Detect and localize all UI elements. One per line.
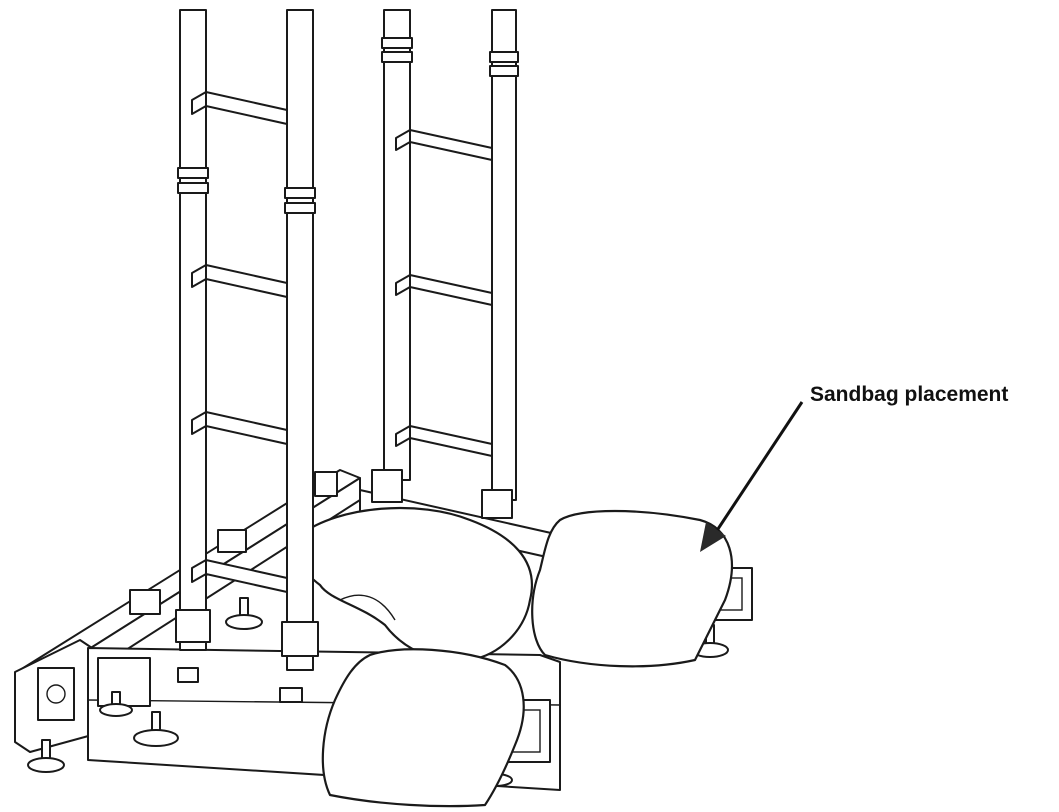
foot xyxy=(133,711,179,747)
foot xyxy=(99,691,133,717)
front-left-tube xyxy=(179,9,207,651)
front-right-tube xyxy=(286,9,314,671)
back-rung xyxy=(409,274,493,306)
back-rung xyxy=(409,425,493,457)
right-sandbag xyxy=(531,509,733,668)
back-ladder xyxy=(381,9,519,501)
sandbag-placement-label: Sandbag placement xyxy=(810,383,1009,406)
front-rung xyxy=(205,411,288,445)
right-sandbag-assembly xyxy=(531,509,753,668)
center-sandbag xyxy=(295,506,533,662)
front-sandbag xyxy=(321,648,525,808)
callout-arrow xyxy=(700,401,804,552)
back-left-tube xyxy=(383,9,411,481)
foot xyxy=(225,597,263,630)
front-rung xyxy=(205,264,288,298)
front-ladder xyxy=(175,9,319,671)
front-sandbag-assembly xyxy=(321,648,551,808)
foot xyxy=(27,739,65,773)
back-right-tube xyxy=(491,9,517,501)
back-rung xyxy=(409,129,493,161)
front-rung xyxy=(205,91,288,125)
